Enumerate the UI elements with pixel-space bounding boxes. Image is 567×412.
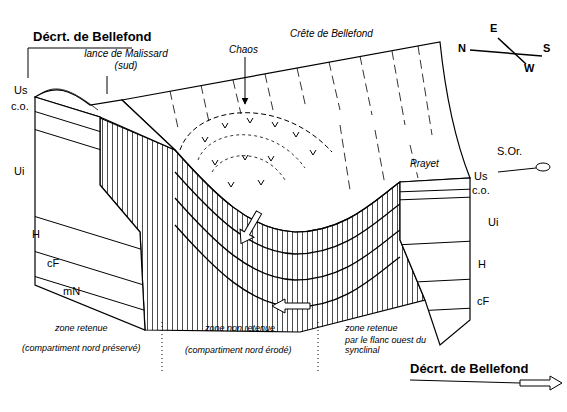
layer-label: c.o. [472,184,490,197]
place-name: Prayet [410,158,439,170]
layer-label: cF [47,257,59,270]
zone-note: (compartiment nord préservé) [22,343,141,353]
right-block [395,178,475,345]
compass-letter: W [524,62,534,75]
layer-label: mN [63,285,80,298]
compass-rose [470,38,542,64]
ridge-name: Crête de Bellefond [290,28,373,40]
zone-note: zone non retenue [205,323,275,333]
zone-note: par le flanc ouest du synclinal [345,335,450,356]
layer-label: cF [477,295,489,308]
layer-label: Us [14,84,27,97]
layer-label: c.o. [11,100,29,113]
zone-separator [162,322,318,372]
chaos-deposit [180,57,332,187]
compass-letter: N [458,42,466,55]
spring-symbol [498,163,550,172]
compass-letter: E [490,22,497,35]
layer-label: H [32,228,40,241]
compass-letter: S [543,42,550,55]
layer-label: Ui [14,165,24,178]
fault-marks [28,48,562,390]
layer-label: Ui [488,216,498,229]
place-name: lance de Malissard (sud) [80,48,172,71]
zone-note: zone retenue [55,323,108,333]
fault-name: Décrt. de Bellefond [410,362,528,377]
layer-label: Us [474,170,487,183]
fault-name: Décrt. de Bellefond [33,30,151,45]
layer-label: H [478,258,486,271]
left-block [30,89,175,330]
feature-name: Chaos [229,44,258,56]
zone-note: (compartiment nord érodé) [185,345,292,355]
zone-note: zone retenue [345,323,398,333]
spring-label: S.Or. [497,145,522,158]
syncline-section [100,118,425,332]
